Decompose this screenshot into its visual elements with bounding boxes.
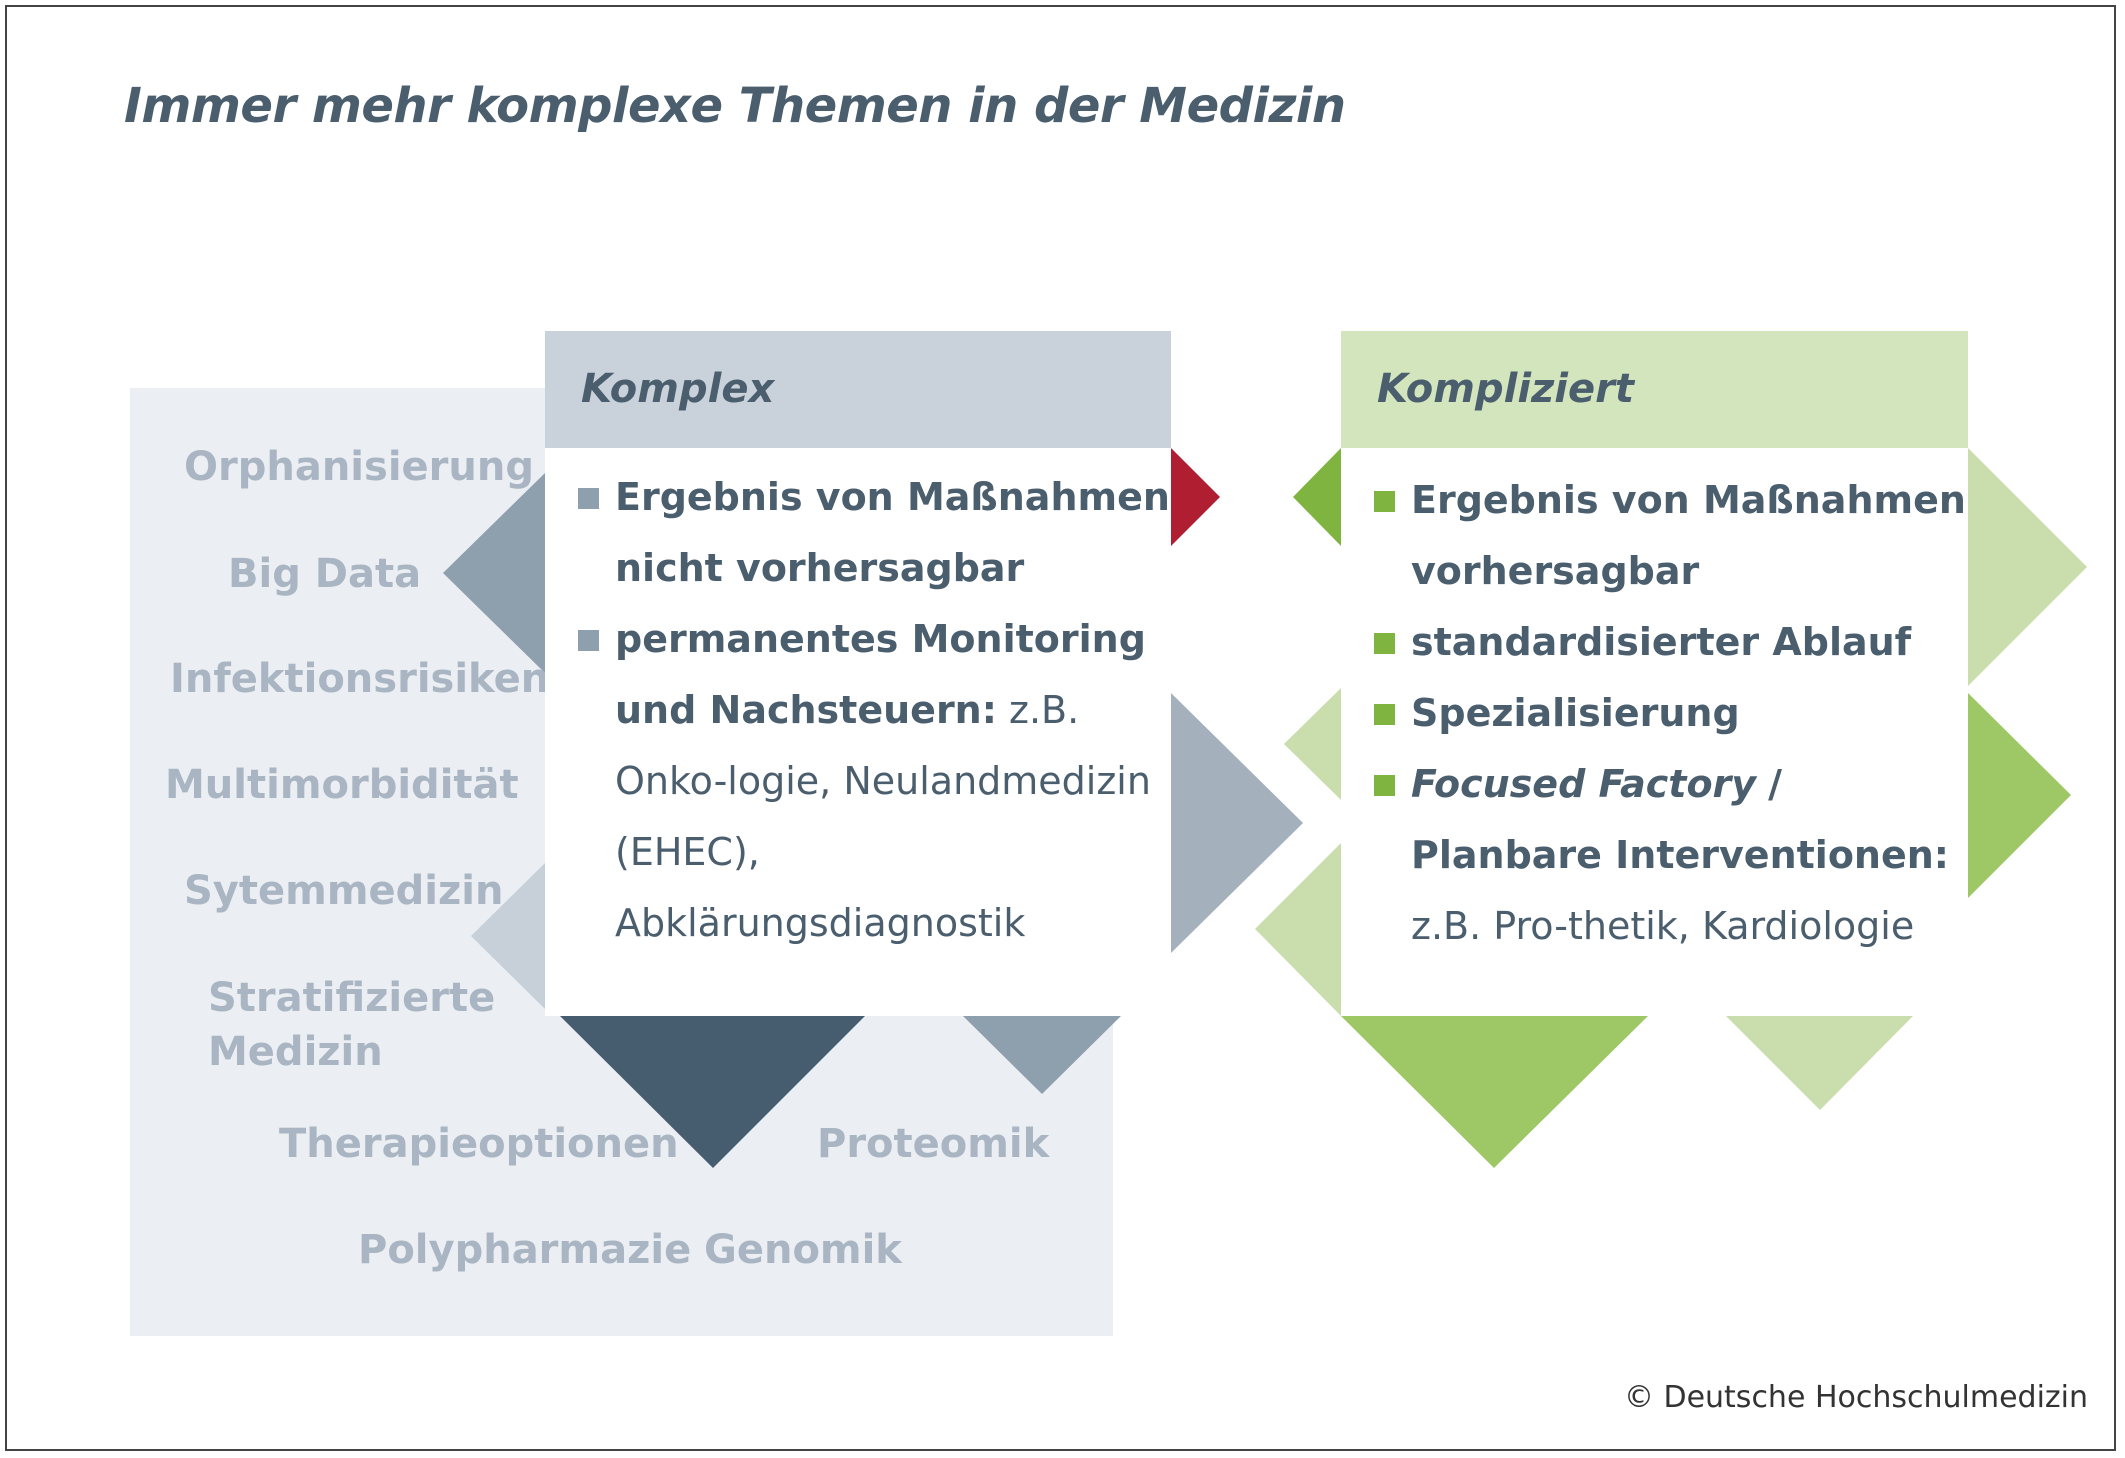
slate-arrow-right [1171,693,1303,953]
kompliziert-card: Kompliziert Ergebnis von Maßnahmen vorhe… [1341,331,1968,1016]
kompliziert-body: Ergebnis von Maßnahmen vorhersagbar stan… [1341,448,1968,962]
copyright-credit: © Deutsche Hochschulmedizin [1623,1380,2088,1415]
komplex-heading: Komplex [545,331,1171,448]
kompliziert-point: Spezialisierung [1341,678,1968,749]
komplex-card: Komplex Ergebnis von Maßnahmen nicht vor… [545,331,1171,1016]
green-arrow-left-mid [1284,688,1341,800]
red-arrow-right [1171,448,1220,546]
slate-triangle-bottom-dark [560,1016,865,1168]
slate-triangle-bottom-mid [963,1016,1121,1094]
figure-title: Immer mehr komplexe Themen in der Medizi… [124,78,1346,134]
topic-big-data: Big Data [228,551,422,597]
topic-polypharmazie: Polypharmazie [358,1227,692,1273]
topic-sytemmedizin: Sytemmedizin [184,868,504,914]
kompliziert-point: Ergebnis von Maßnahmen vorhersagbar [1341,465,1968,607]
kompliziert-points: Ergebnis von Maßnahmen vorhersagbar stan… [1341,465,1968,962]
square-bullet-icon [1374,704,1395,725]
green-arrow-right-top [1968,448,2087,686]
green-triangle-bottom-large [1341,1016,1648,1168]
topic-orphanisierung: Orphanisierung [184,444,534,490]
square-bullet-icon [578,630,599,651]
square-bullet-icon [1374,633,1395,654]
komplex-point: permanentes Monitoring und Nachsteuern: … [545,604,1171,959]
green-triangle-bottom-small [1726,1016,1913,1110]
kompliziert-point-bold: Ergebnis von Maßnahmen vorhersagbar [1411,478,1966,593]
kompliziert-point-examples: z.B. Pro-thetik, Kardiologie [1411,904,1915,948]
komplex-point: Ergebnis von Maßnahmen nicht vorhersagba… [545,462,1171,604]
slate-diamond-left-upper [443,473,545,673]
topic-stratifizierte-medizin: Stratifizierte Medizin [208,975,496,1075]
green-arrow-left-top [1293,448,1341,546]
topic-proteomik: Proteomik [817,1121,1050,1167]
komplex-body: Ergebnis von Maßnahmen nicht vorhersagba… [545,448,1171,959]
kompliziert-point-bold: / Planbare Interventionen: [1411,762,1949,877]
komplex-point-bold: Ergebnis von Maßnahmen nicht vorhersagba… [615,475,1170,590]
square-bullet-icon [1374,491,1395,512]
slate-diamond-left-lower [471,863,545,1009]
topic-therapieoptionen: Therapieoptionen [279,1121,679,1167]
kompliziert-point: Focused Factory / Planbare Interventione… [1341,749,1968,962]
green-arrow-right-mid [1968,693,2071,898]
kompliziert-point-bold: Spezialisierung [1411,691,1740,735]
square-bullet-icon [578,488,599,509]
topic-genomik: Genomik [704,1227,902,1273]
green-arrow-left-low [1255,843,1341,1016]
kompliziert-heading: Kompliziert [1341,331,1968,448]
topic-infektionsrisiken: Infektionsrisiken [170,656,550,702]
kompliziert-point-italic: Focused Factory [1411,762,1757,806]
kompliziert-point-bold: standardisierter Ablauf [1411,620,1912,664]
topic-multimorbiditaet: Multimorbidität [165,762,519,808]
square-bullet-icon [1374,775,1395,796]
komplex-points: Ergebnis von Maßnahmen nicht vorhersagba… [545,462,1171,959]
kompliziert-point: standardisierter Ablauf [1341,607,1968,678]
komplex-point-bold: permanentes Monitoring und Nachsteuern: [615,617,1146,732]
komplex-point-examples: z.B. Onko-logie, Neulandmedizin (EHEC), … [615,688,1151,945]
